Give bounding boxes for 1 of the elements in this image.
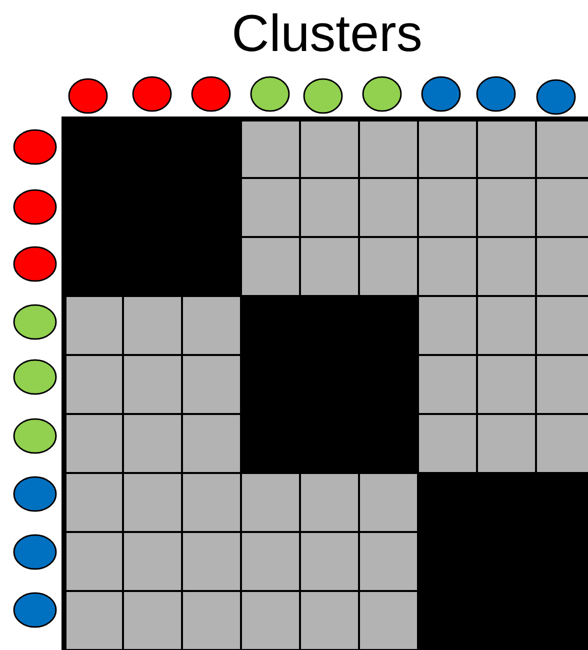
title: Clusters <box>230 4 424 65</box>
